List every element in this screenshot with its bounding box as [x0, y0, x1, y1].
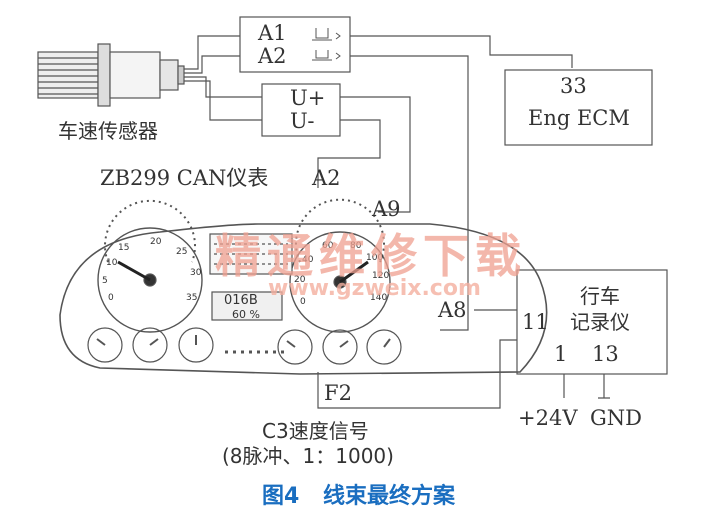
speed-tick: 20: [150, 237, 162, 247]
tacho-tick: 40: [302, 255, 314, 265]
recorder-title-line2: 记录仪: [570, 310, 630, 334]
recorder-title-line1: 行车: [580, 284, 620, 308]
pin-u-minus-label: U-: [290, 109, 315, 133]
speed-tick: 10: [106, 258, 118, 268]
tacho-tick: 60: [322, 241, 334, 251]
figure-title: 线束最终方案: [322, 484, 455, 509]
signal-spec: (8脉冲、1：1000): [222, 444, 394, 468]
speed-tick: 25: [176, 247, 187, 257]
tacho-tick: 100: [366, 253, 383, 263]
pin-11-label: 11: [522, 310, 549, 334]
supply-24v-label: +24V: [518, 406, 578, 430]
pin-f2-label: F2: [324, 381, 352, 405]
pin-a2-sensor-label: A2: [258, 44, 287, 68]
watermark-text: 精通维修下载: [215, 229, 527, 283]
ecm-name: Eng ECM: [528, 106, 630, 130]
cluster-name: ZB299 CAN仪表: [100, 166, 269, 190]
speed-tick: 15: [118, 243, 129, 253]
connector-box-a: [239, 16, 351, 73]
signal-title: C3速度信号: [262, 419, 369, 443]
tacho-tick: 120: [372, 271, 389, 281]
speed-tick: 5: [102, 276, 108, 286]
percent-value: 60 %: [232, 308, 260, 321]
speed-tick: 35: [186, 293, 197, 303]
gnd-label: GND: [590, 406, 642, 430]
pin-1-label: 1: [554, 342, 568, 366]
ecm-number: 33: [560, 74, 587, 98]
watermark-url: www.gzweix.com: [268, 276, 481, 301]
small-gauges: [87, 327, 402, 365]
tacho-tick: 140: [370, 293, 387, 303]
recorder-box: [516, 269, 668, 375]
speed-tick: 0: [108, 293, 114, 303]
pin-a9-label: A9: [372, 197, 401, 221]
cluster-outline: [59, 223, 548, 375]
speedometer-dial: [97, 227, 203, 333]
sensor-label: 车速传感器: [58, 119, 158, 143]
connector-box-u: [261, 83, 341, 137]
figure-caption: 图4 线束最终方案: [0, 478, 717, 510]
tacho-tick: 80: [350, 241, 362, 251]
speed-sensor-body: [37, 43, 185, 107]
speed-tick: 30: [190, 268, 202, 278]
pin-a1-label: A1: [258, 21, 287, 45]
pin-13-label: 13: [592, 342, 619, 366]
figure-number: 图4: [262, 484, 300, 509]
pin-a8-label: A8: [438, 298, 467, 322]
tachometer-dial: [289, 231, 391, 333]
ecm-box: [504, 69, 653, 146]
tacho-tick: 0: [300, 297, 306, 307]
tacho-tick: 20: [294, 275, 306, 285]
pin-u-plus-label: U+: [290, 86, 326, 110]
pin-a2-cluster-label: A2: [312, 166, 341, 190]
odometer-value: 016B: [224, 293, 258, 308]
